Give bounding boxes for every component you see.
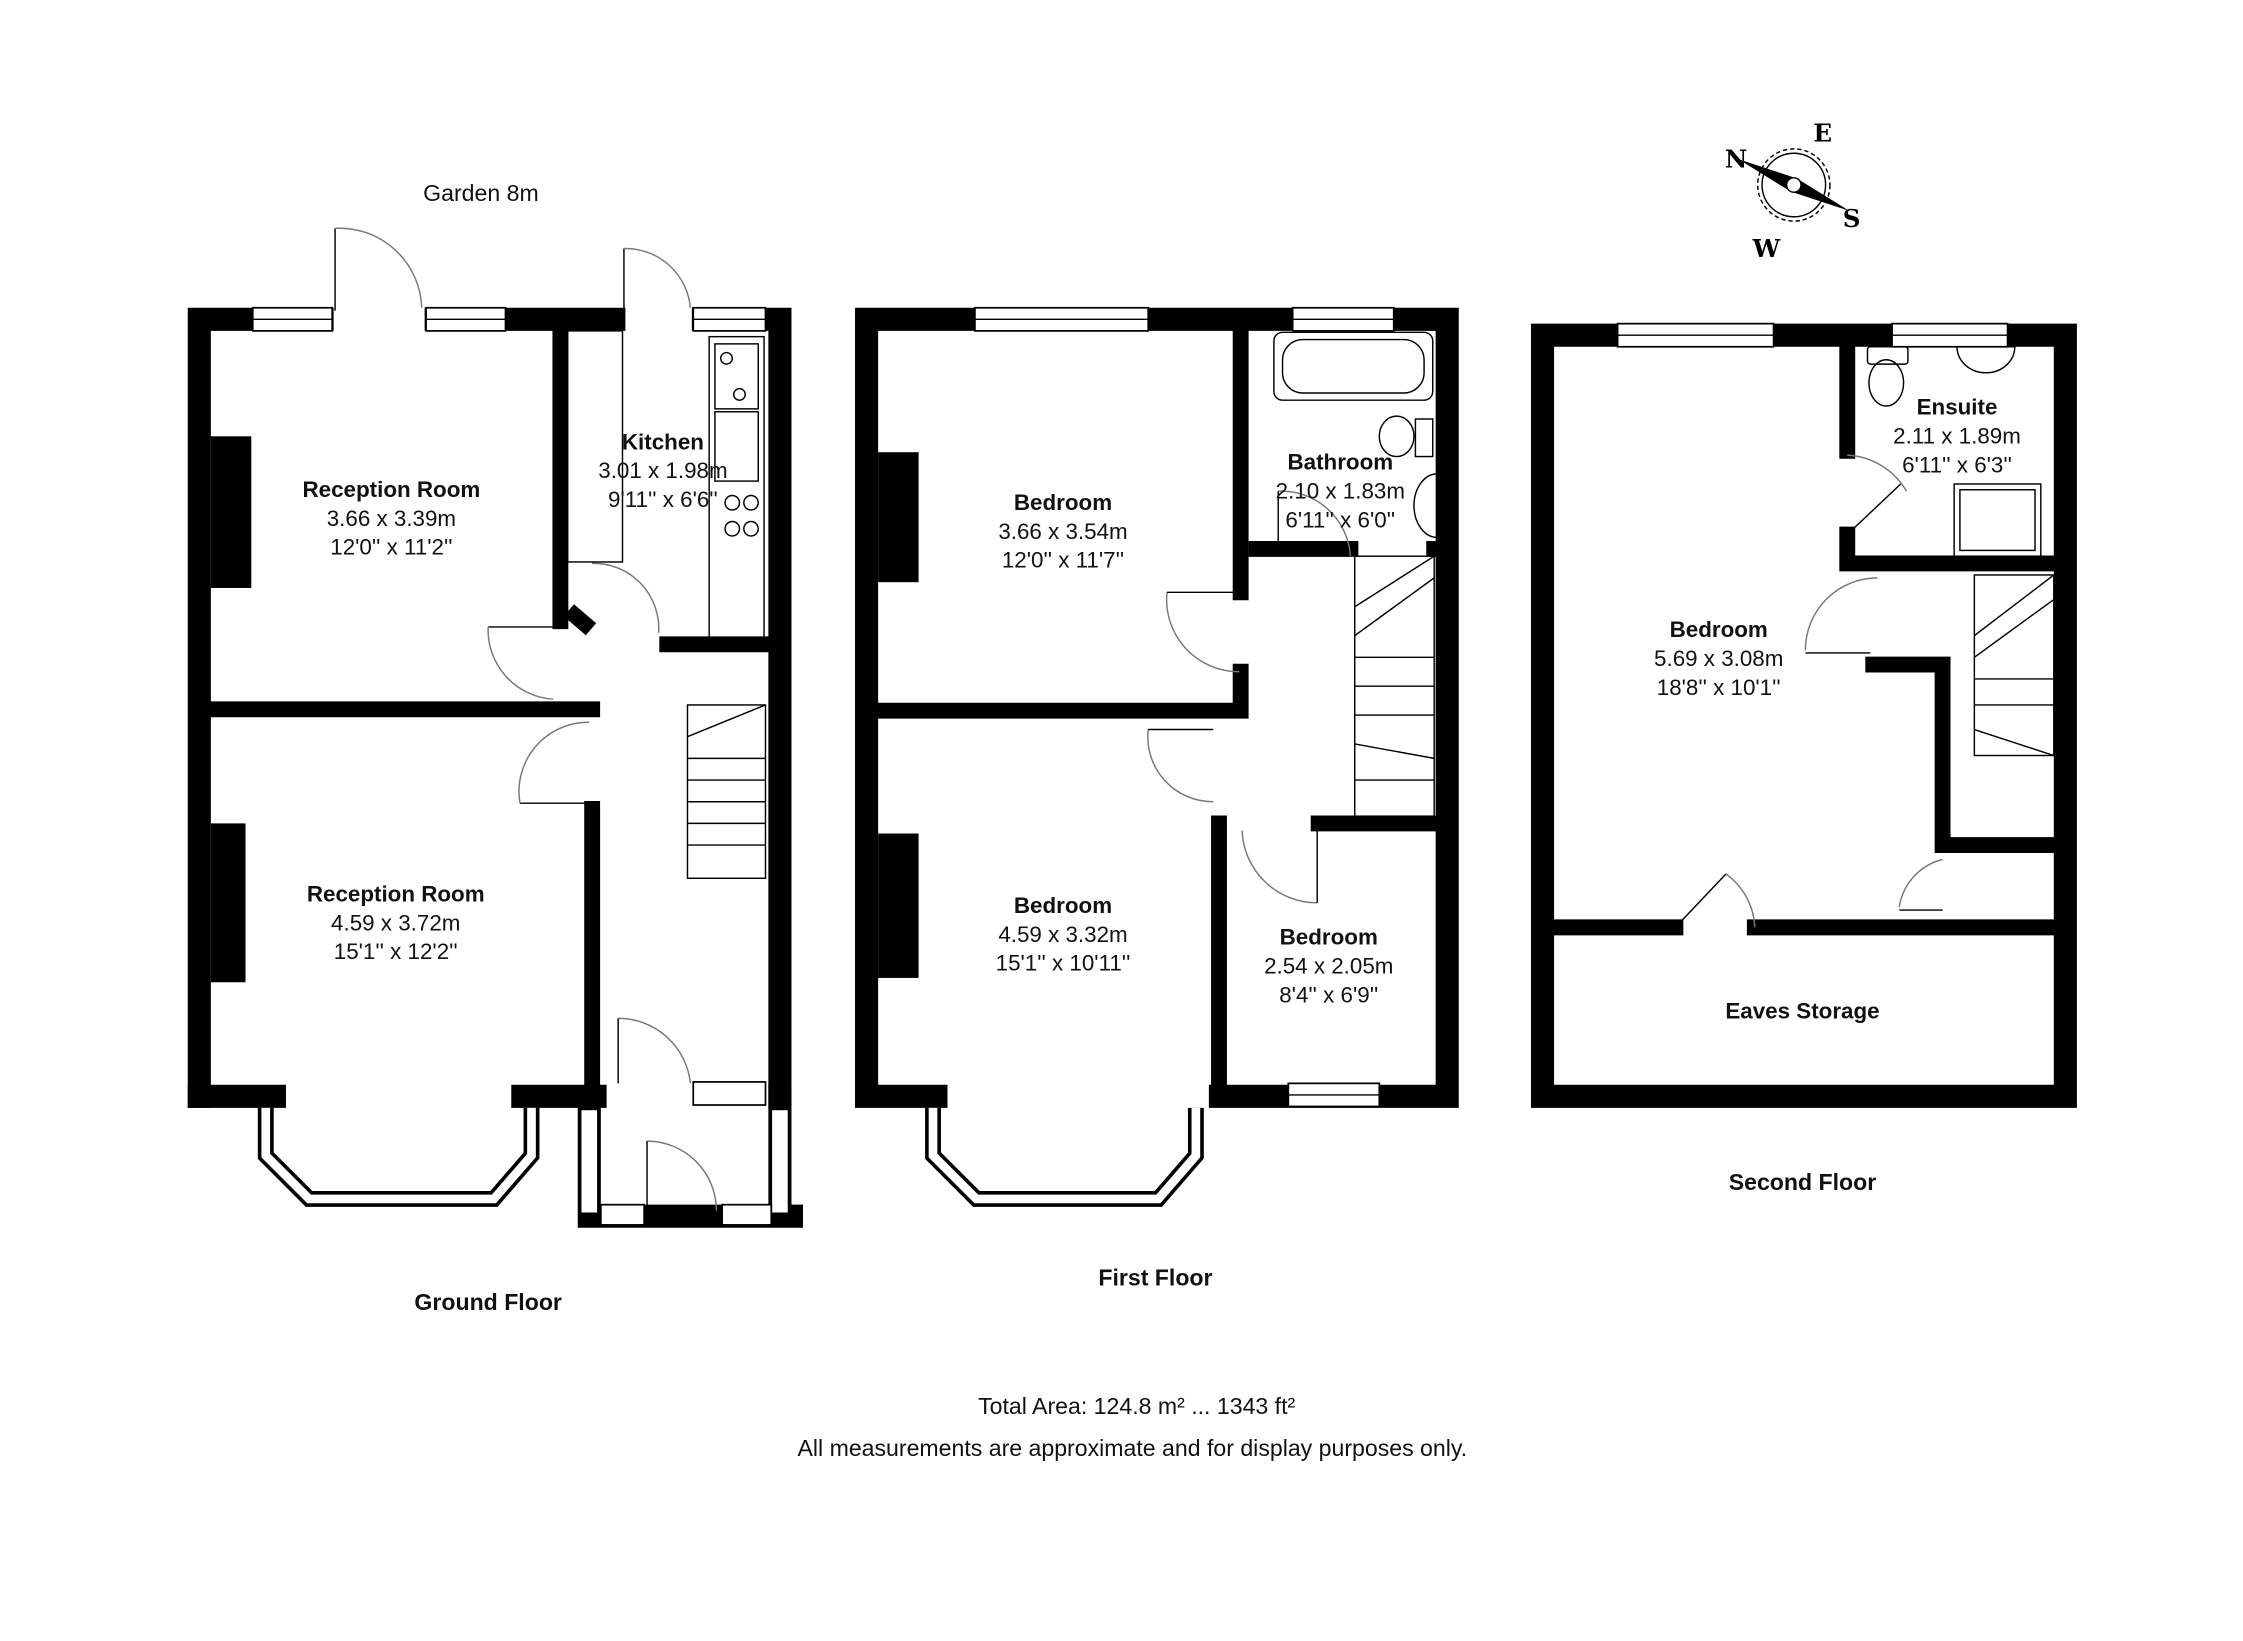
room-imperial: 12'0'' x 11'2'': [330, 535, 452, 560]
room-metric: 4.59 x 3.32m: [998, 922, 1127, 947]
room-name: Ensuite: [1917, 395, 1998, 420]
room-name: Bathroom: [1287, 450, 1393, 475]
room-metric: 3.01 x 1.98m: [598, 458, 727, 483]
room-imperial: 15'1'' x 10'11'': [996, 951, 1131, 976]
compass-icon: [1738, 148, 1849, 222]
total-area: Total Area: 124.8 m² ... 1343 ft²: [978, 1393, 1295, 1419]
room-imperial: 8'4'' x 6'9'': [1279, 982, 1378, 1007]
room-imperial: 12'0'' x 11'7'': [1002, 548, 1124, 573]
stairs: [1354, 555, 1435, 817]
room-imperial: 9'11'' x 6'6'': [608, 487, 718, 512]
room-metric: 4.59 x 3.72m: [331, 910, 460, 935]
disclaimer: All measurements are approximate and for…: [798, 1435, 1468, 1461]
ground-floor-plan: Reception Room 3.66 x 3.39m 12'0'' x 11'…: [187, 227, 804, 1315]
second-floor-plan: Ensuite 2.11 x 1.89m 6'11'' x 6'3'' Bedr…: [1530, 322, 2077, 1195]
room-metric: 3.66 x 3.54m: [998, 519, 1127, 544]
room-imperial: 15'1'' x 12'2'': [334, 939, 458, 964]
room-metric: 5.69 x 3.08m: [1654, 646, 1783, 671]
room-name: Reception Room: [303, 477, 481, 502]
compass-s: S: [1843, 204, 1861, 233]
room-metric: 2.11 x 1.89m: [1893, 424, 2021, 449]
room-imperial: 18'8'' x 10'1'': [1657, 675, 1781, 700]
floor-label: Ground Floor: [414, 1289, 562, 1315]
compass-e: E: [1813, 119, 1832, 148]
floor-label: First Floor: [1098, 1265, 1212, 1291]
room-imperial: 6'11'' x 6'0'': [1285, 507, 1395, 532]
compass-n: N: [1725, 145, 1747, 174]
room-name: Bedroom: [1014, 893, 1112, 918]
room-name: Bedroom: [1670, 617, 1768, 642]
room-name: Reception Room: [307, 881, 485, 906]
room-imperial: 6'11'' x 6'3'': [1902, 452, 2012, 477]
room-name: Bedroom: [1014, 490, 1112, 515]
room-name: Kitchen: [622, 429, 704, 454]
room-metric: 3.66 x 3.39m: [327, 506, 456, 531]
floor-label: Second Floor: [1729, 1169, 1877, 1195]
garden-label: Garden 8m: [423, 180, 539, 206]
compass-w: W: [1752, 234, 1781, 263]
stairs: [1973, 574, 2055, 757]
first-floor-plan: Bedroom 3.66 x 3.54m 12'0'' x 11'7'' Bat…: [855, 306, 1459, 1291]
room-name: Bedroom: [1280, 925, 1378, 950]
room-name: Eaves Storage: [1725, 998, 1879, 1023]
room-metric: 2.54 x 2.05m: [1264, 954, 1393, 979]
stairs: [686, 704, 767, 879]
room-metric: 2.10 x 1.83m: [1276, 478, 1405, 503]
